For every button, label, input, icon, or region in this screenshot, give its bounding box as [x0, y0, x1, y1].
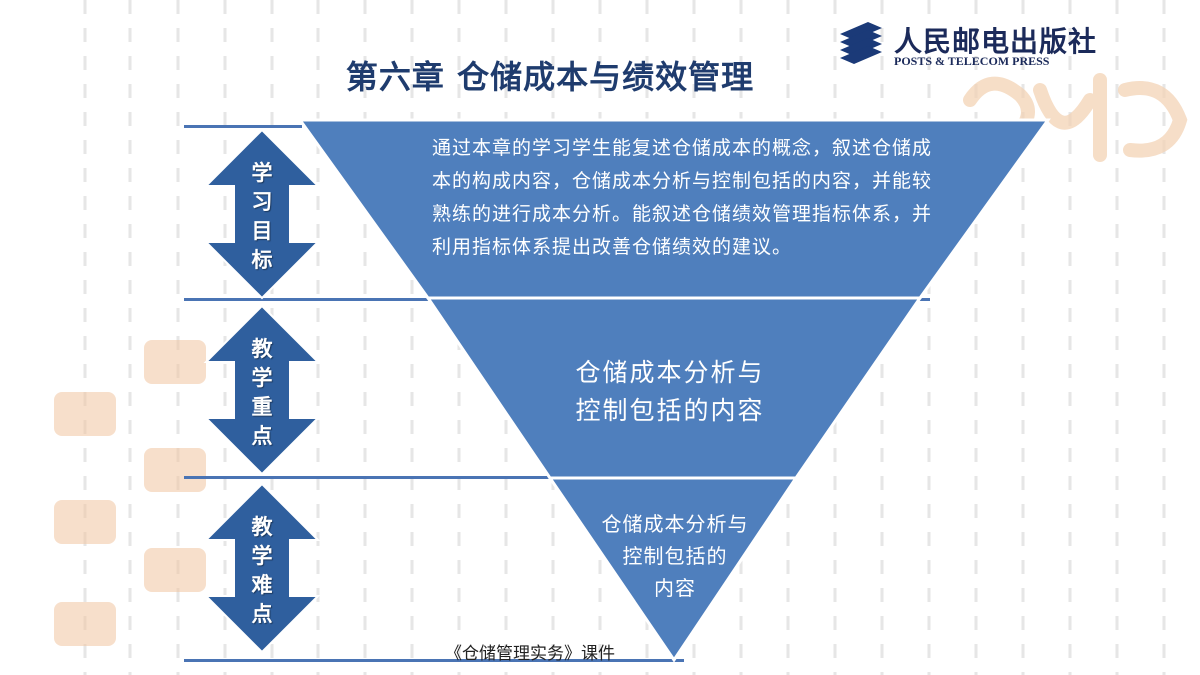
section-divider — [184, 476, 796, 479]
teaching-focus-text: 仓储成本分析与 控制包括的内容 — [575, 358, 765, 425]
double-arrow-icon — [203, 482, 321, 654]
label-teaching-focus: 教学重点 — [251, 336, 273, 448]
teaching-difficulty-text: 仓储成本分析与 控制包括的 内容 — [601, 512, 749, 600]
decorative-seal — [54, 500, 116, 544]
decorative-seal — [144, 448, 206, 492]
learning-objectives-text: 通过本章的学习学生能复述仓储成本的概念，叙述仓储成本的构成内容，仓储成本分析与控… — [432, 137, 933, 258]
label-teaching-difficulty: 教学难点 — [251, 514, 273, 626]
page-title: 第六章 仓储成本与绩效管理 — [345, 58, 755, 96]
decorative-seal — [144, 340, 206, 384]
publisher-logo: 人民邮电出版社 POSTS & TELECOM PRESS — [838, 18, 1158, 72]
publisher-name-cn: 人民邮电出版社 — [894, 25, 1098, 58]
double-arrow-icon — [203, 128, 321, 300]
decorative-seal — [144, 548, 206, 592]
decorative-seal — [54, 602, 116, 646]
footer-course-name: 《仓储管理实务》课件 — [445, 644, 615, 664]
pyramid-level-3 — [547, 476, 799, 663]
double-arrow-icon — [203, 304, 321, 476]
decorative-seal — [54, 392, 116, 436]
section-divider — [184, 125, 302, 128]
publisher-logo-icon — [840, 22, 882, 64]
label-learning-objectives: 学习目标 — [251, 160, 273, 272]
publisher-name-en: POSTS & TELECOM PRESS — [894, 54, 1050, 68]
section-divider — [184, 659, 684, 662]
